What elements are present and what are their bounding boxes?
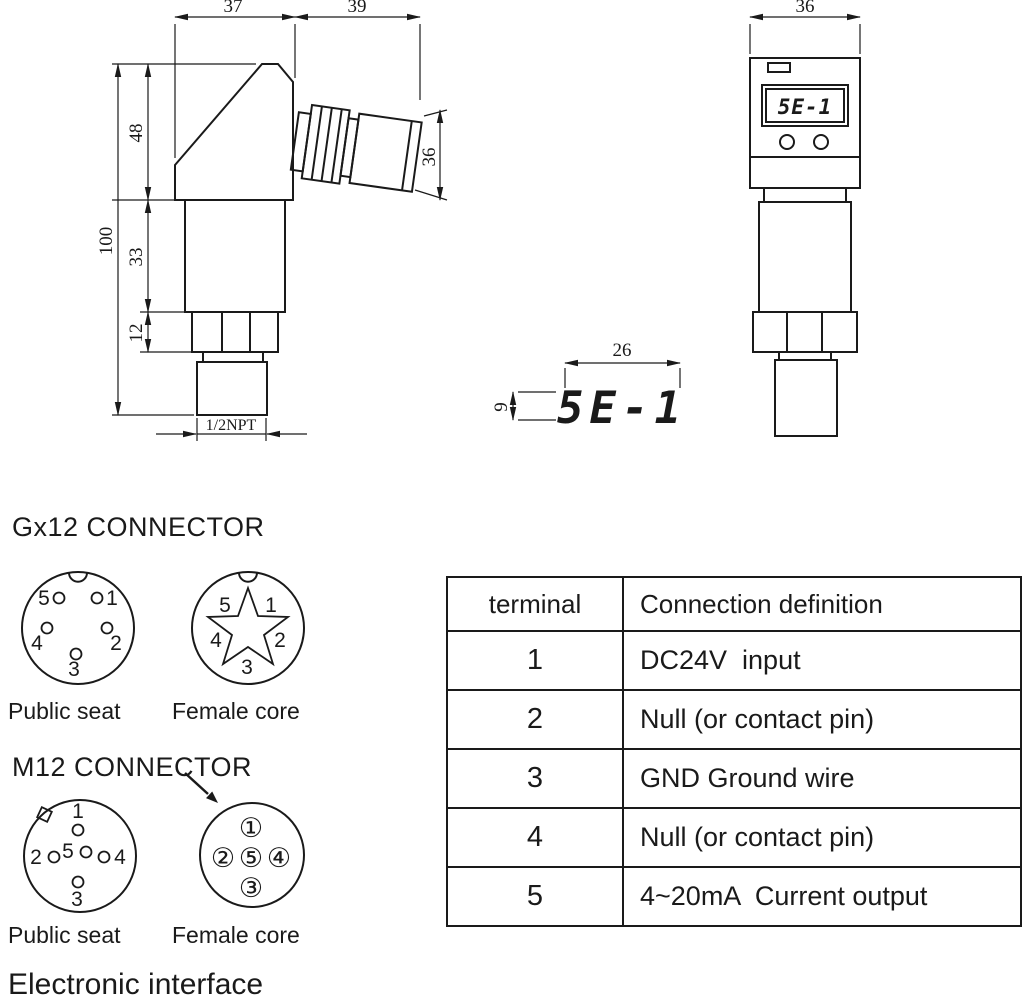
m12-female-pin-numbers: ① ② ⑤ ④ ③: [211, 813, 291, 904]
gx12-public-seat-label: Public seat: [8, 698, 121, 724]
front-view: 36 5E-1: [749, 0, 861, 437]
gx12-connector-title: Gx12 CONNECTOR: [12, 512, 265, 542]
star-contact-outline: [205, 585, 291, 667]
gx12-female-core-label: Female core: [172, 698, 300, 724]
connection-definition: 4~20mA Current output: [622, 866, 1022, 927]
pin-number: 4: [210, 629, 222, 652]
gx12-female-pin-numbers: 5 1 4 2 3: [210, 594, 286, 679]
connection-definition: Null (or contact pin): [622, 689, 1022, 750]
table-row: 1 DC24V input: [446, 630, 1022, 691]
terminal-number: 5: [446, 866, 624, 927]
table-row: 2 Null (or contact pin): [446, 689, 1022, 750]
connection-definition: GND Ground wire: [622, 748, 1022, 809]
lcd-display-detail-text: 5E-1: [557, 383, 687, 434]
front-view-outline: [749, 57, 861, 437]
pin-number: 1: [265, 594, 277, 617]
circled-pin-number: ④: [267, 843, 291, 874]
terminal-column-header: terminal: [446, 576, 624, 632]
dim-label-48: 48: [126, 124, 147, 143]
pin-number: 2: [30, 846, 42, 869]
pin-number: 3: [68, 658, 80, 681]
front-button-left: [779, 134, 795, 150]
circled-pin-number: ①: [239, 813, 263, 844]
side-view-dimension-lines: [112, 13, 448, 441]
circled-pin-number: ②: [211, 843, 235, 874]
cable-connector-plug: [289, 103, 423, 193]
definition-column-header: Connection definition: [622, 576, 1022, 632]
dim-label-100: 100: [96, 227, 117, 256]
connection-definition: DC24V input: [622, 630, 1022, 691]
gx12-public-body: [21, 571, 135, 685]
pin-number: 4: [114, 846, 126, 869]
terminal-number: 4: [446, 807, 624, 868]
terminal-number: 2: [446, 689, 624, 750]
side-view: 37 39 48 33 12 100 36 1/2NPT: [96, 0, 448, 441]
lcd-display-text: 5E-1: [778, 95, 833, 119]
dim-label-36-front: 36: [796, 0, 815, 17]
pin-number: 5: [62, 840, 74, 863]
front-view-dimension-lines: [749, 13, 861, 54]
dim-label-9: 9: [491, 402, 512, 412]
pin-number: 5: [219, 594, 231, 617]
gx12-public-seat-diagram: 5 1 4 2 3: [21, 571, 135, 685]
pin-number: 5: [38, 587, 50, 610]
m12-public-seat-label: Public seat: [8, 922, 121, 948]
keyway-notch: [68, 572, 88, 583]
m12-connector-title: M12 CONNECTOR: [12, 752, 253, 782]
pin-number: 4: [31, 632, 43, 655]
m12-public-pin-holes: [47, 823, 111, 889]
side-view-dimension-labels: 37 39 48 33 12 100 36: [96, 0, 440, 343]
dim-label-39: 39: [348, 0, 367, 17]
gx12-female-body: [191, 571, 305, 685]
dim-label-37: 37: [224, 0, 243, 17]
pin-number: 1: [72, 800, 84, 823]
dim-label-33: 33: [126, 248, 147, 267]
m12-female-core-diagram: ① ② ⑤ ④ ③: [199, 802, 305, 908]
dim-label-36-connector: 36: [419, 148, 440, 167]
table-header-row: terminal Connection definition: [446, 576, 1022, 632]
m12-public-pin-numbers: 1 5 2 4 3: [30, 800, 126, 911]
m12-female-body: [199, 802, 305, 908]
keyway-notch: [35, 805, 54, 824]
front-button-right: [813, 134, 829, 150]
dimension-drawings: 37 39 48 33 12 100 36 1/2NPT: [96, 0, 861, 441]
m12-public-body: [23, 799, 137, 913]
circled-pin-number: ③: [239, 873, 263, 904]
m12-female-core-label: Female core: [172, 922, 300, 948]
table-row: 4 Null (or contact pin): [446, 807, 1022, 868]
electronic-interface-label: Electronic interface: [8, 968, 264, 1001]
side-view-outline: [174, 63, 423, 416]
m12-public-seat-diagram: 1 5 2 4 3: [23, 799, 137, 913]
terminal-number: 1: [446, 630, 624, 691]
pointer-arrow-icon: [184, 772, 218, 803]
pin-number: 1: [106, 587, 118, 610]
table-row: 5 4~20mA Current output: [446, 866, 1022, 927]
pin-number: 2: [110, 632, 122, 655]
display-detail-dimension-lines: [509, 359, 681, 421]
pin-number: 2: [274, 629, 286, 652]
dim-label-12: 12: [126, 324, 147, 343]
connection-table: terminal Connection definition 1 DC24V i…: [446, 576, 1022, 927]
thread-size-label: 1/2NPT: [206, 417, 257, 434]
connection-definition: Null (or contact pin): [622, 807, 1022, 868]
keyway-notch: [238, 572, 258, 583]
gx12-public-pin-numbers: 5 1 4 2 3: [31, 587, 122, 681]
pin-number: 3: [71, 888, 83, 911]
gx12-female-core-diagram: 5 1 4 2 3: [191, 571, 305, 685]
terminal-number: 3: [446, 748, 624, 809]
pin-number: 3: [241, 656, 253, 679]
circled-pin-number: ⑤: [239, 843, 263, 874]
gx12-public-pin-holes: [40, 591, 114, 661]
display-detail: 26 9 5E-1: [491, 340, 687, 434]
dim-label-26: 26: [613, 340, 632, 361]
table-row: 3 GND Ground wire: [446, 748, 1022, 809]
